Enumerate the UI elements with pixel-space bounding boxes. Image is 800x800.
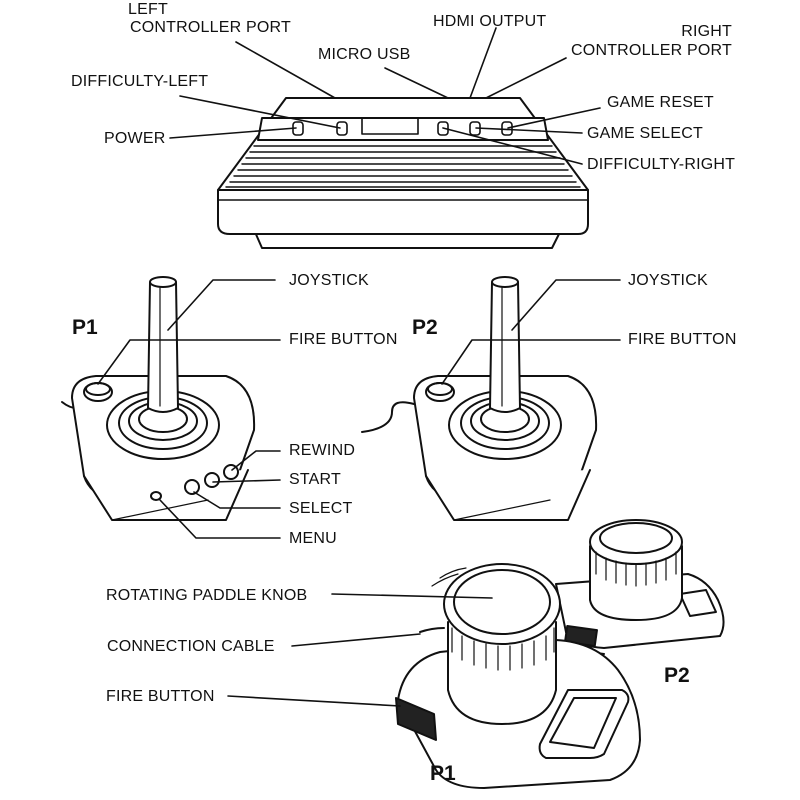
label-p1-start: START [289, 471, 341, 488]
paddle-p1-knob-body [447, 621, 557, 725]
label-p1-fire-button: FIRE BUTTON [289, 331, 398, 348]
label-difficulty-right: DIFFICULTY-RIGHT [587, 156, 736, 173]
console-ribs [225, 145, 581, 188]
console-display [361, 117, 419, 135]
label-hdmi-output: HDMI OUTPUT [433, 13, 547, 30]
label-p2-joystick: JOYSTICK [628, 272, 708, 289]
tag-p1-joystick: P1 [72, 316, 98, 339]
paddle-p1-fire-slot [395, 697, 437, 741]
label-left-controller-port-line2: CONTROLLER PORT [130, 19, 291, 36]
label-micro-usb: MICRO USB [318, 46, 411, 63]
label-paddle-fire-button: FIRE BUTTON [106, 688, 215, 705]
label-p1-menu: MENU [289, 530, 337, 547]
paddle-leaders [227, 593, 493, 707]
label-p2-fire-button: FIRE BUTTON [628, 331, 737, 348]
label-game-reset: GAME RESET [607, 94, 714, 111]
joystick-p1-select-button [184, 479, 200, 495]
label-right-controller-port-line2: CONTROLLER PORT [571, 42, 732, 59]
console-leaders [169, 27, 601, 165]
tag-p2-paddle: P2 [664, 664, 690, 687]
joystick-p1-stick [147, 281, 179, 413]
paddle-p1-display [538, 689, 630, 759]
tag-p1-paddle: P1 [430, 762, 456, 785]
joystick-p1-start-button [204, 472, 220, 488]
joystick-p2-leaders [441, 279, 621, 385]
console-illustration [217, 97, 589, 249]
label-p1-rewind: REWIND [289, 442, 356, 459]
label-left-controller-port-line1: LEFT [128, 1, 168, 18]
console-base [254, 231, 561, 249]
paddle-p1-illustration [395, 563, 641, 789]
label-rotating-paddle-knob: ROTATING PADDLE KNOB [106, 587, 308, 604]
paddle-p1-knob [443, 563, 561, 645]
label-power: POWER [104, 130, 166, 147]
paddle-p1-cable [419, 627, 445, 633]
difficulty-left-switch [336, 121, 348, 136]
joystick-p1-leaders [97, 279, 281, 539]
joystick-p2-illustration [361, 276, 598, 521]
label-p1-select: SELECT [289, 500, 353, 517]
paddle-p2-illustration [555, 519, 725, 655]
label-connection-cable: CONNECTION CABLE [107, 638, 275, 655]
joystick-p2-cable [361, 401, 415, 433]
joystick-p1-illustration [61, 276, 256, 521]
tag-p2-joystick: P2 [412, 316, 438, 339]
joystick-p1-menu-button [150, 491, 162, 501]
label-right-controller-port-line1: RIGHT [681, 23, 732, 40]
joystick-p2-stick [489, 281, 521, 413]
label-game-select: GAME SELECT [587, 125, 704, 142]
paddle-p2-knob [589, 519, 683, 565]
label-p1-joystick: JOYSTICK [289, 272, 369, 289]
joystick-p1-rewind-button [223, 464, 239, 480]
label-difficulty-left: DIFFICULTY-LEFT [71, 73, 209, 90]
